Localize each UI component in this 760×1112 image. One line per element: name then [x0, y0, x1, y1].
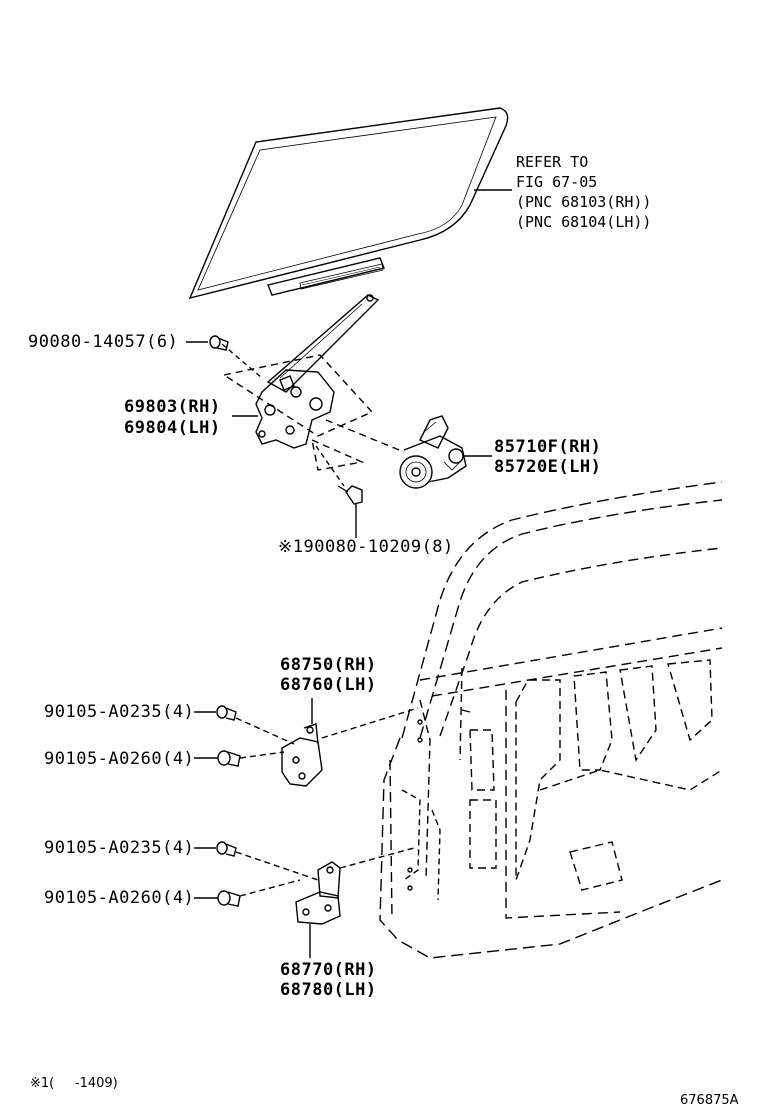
- label-lower-hinge-lh: 68780(LH): [280, 980, 377, 1000]
- bolt-lower-b: [217, 890, 241, 907]
- label-bolt-upper-a: 90105-A0235(4): [44, 702, 195, 722]
- refer-line-1: REFER TO: [516, 153, 589, 171]
- label-bolt-upper-b: 90105-A0260(4): [44, 749, 195, 769]
- label-bolt-lower-a: 90105-A0235(4): [44, 838, 195, 858]
- label-motor-lh: 85720E(LH): [494, 457, 602, 477]
- bolt-upper-b: [217, 750, 241, 767]
- label-regulator-rh: 69803(RH): [124, 397, 221, 417]
- refer-line-3: (PNC 68103(RH)): [516, 193, 652, 211]
- bolt-upper-a: [216, 705, 237, 721]
- window-regulator: [221, 294, 380, 471]
- bolt-lower-a: [216, 841, 237, 857]
- door-frame: [379, 481, 723, 959]
- label-regulator-lh: 69804(LH): [124, 418, 221, 438]
- bolt-90080-14057: [209, 335, 229, 351]
- label-bolt-lower-b: 90105-A0260(4): [44, 888, 195, 908]
- upper-hinge: [235, 707, 419, 787]
- door-glass: [188, 107, 509, 300]
- label-upper-hinge-rh: 68750(RH): [280, 655, 377, 675]
- label-motor-rh: 85710F(RH): [494, 437, 602, 457]
- label-upper-hinge-lh: 68760(LH): [280, 675, 377, 695]
- bolt-90080-10209: [315, 445, 363, 505]
- label-lower-hinge-rh: 68770(RH): [280, 960, 377, 980]
- figure-code: 676875A: [680, 1093, 739, 1108]
- refer-line-4: (PNC 68104(LH)): [516, 213, 652, 231]
- label-bolt-90080-10209: ※190080-10209(8): [278, 537, 454, 557]
- lower-hinge: [235, 847, 415, 925]
- window-motor: [325, 415, 467, 489]
- footnote: ※1( -1409): [30, 1076, 118, 1091]
- refer-line-2: FIG 67-05: [516, 173, 598, 191]
- label-bolt-90080-14057: 90080-14057(6): [28, 332, 179, 352]
